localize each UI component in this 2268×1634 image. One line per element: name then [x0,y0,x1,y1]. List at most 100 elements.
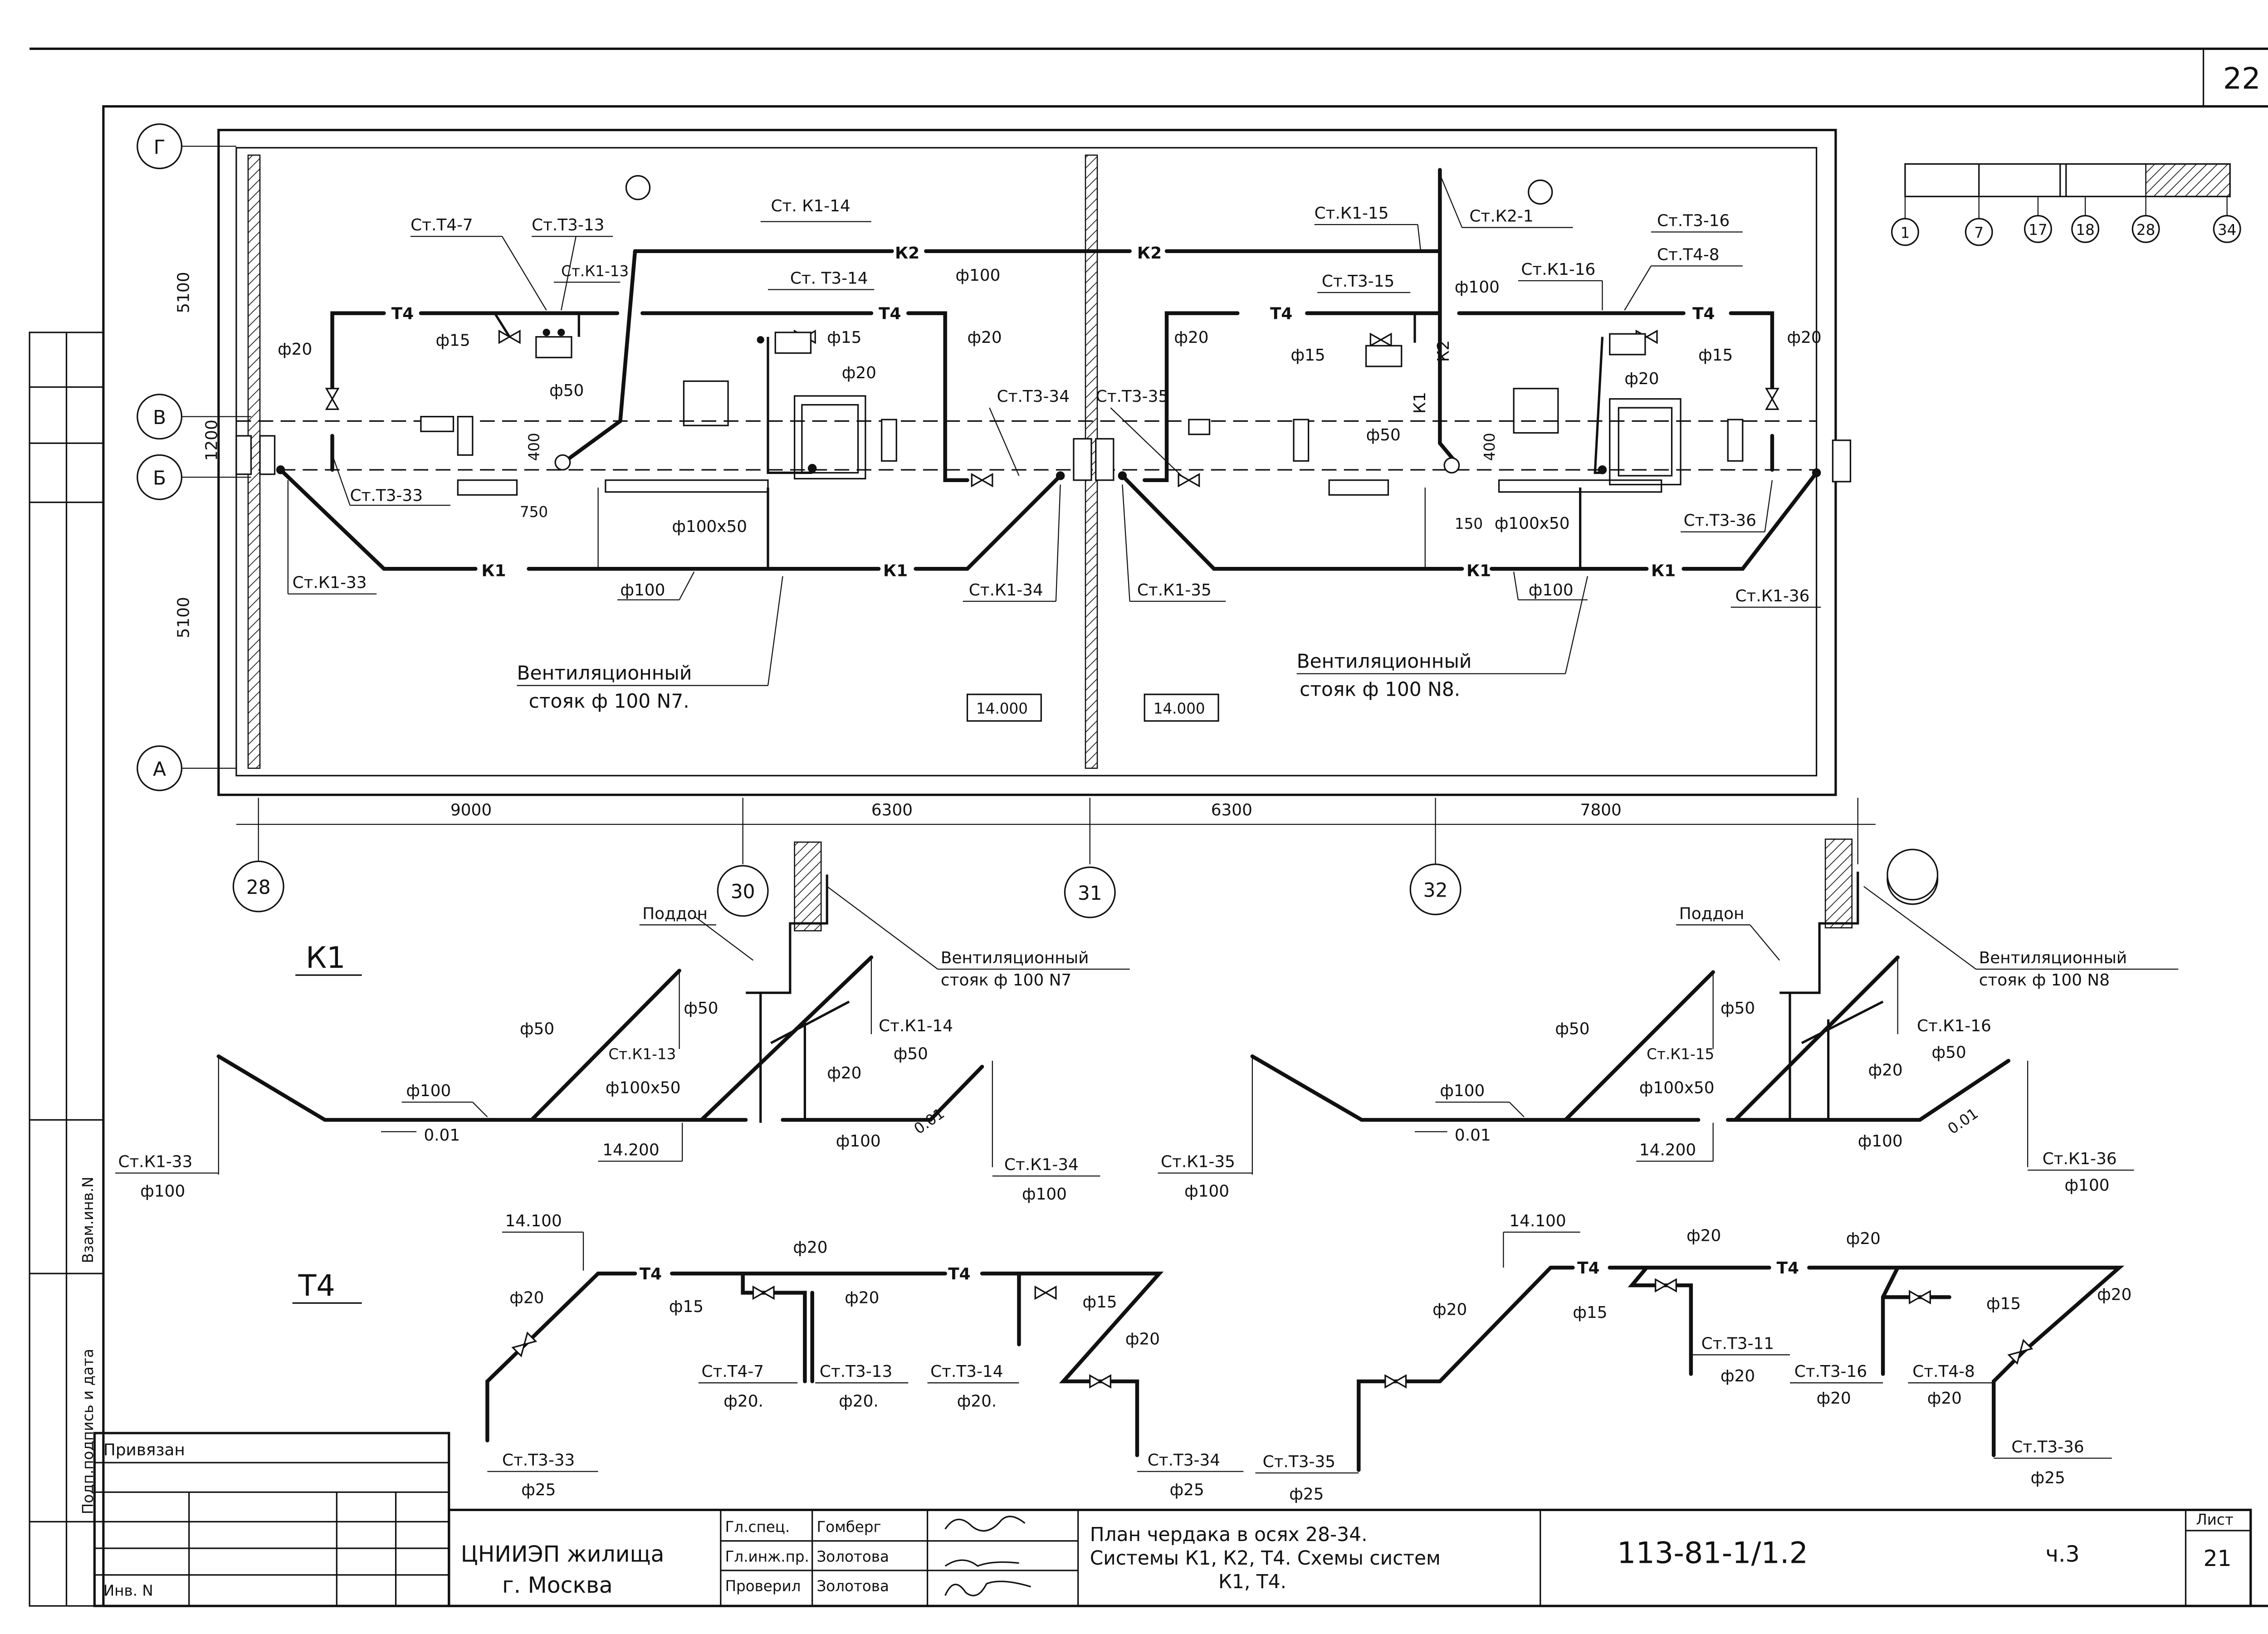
k1-st-k1-34: Ст.К1-34 [1004,1156,1079,1174]
dim-vertical-1: 5100 [175,272,193,313]
svg-text:Т4: Т4 [1270,305,1292,323]
legend-axis-18: 18 [2071,196,2100,243]
k1-d100-left: ф100 [406,1082,451,1100]
svg-text:К1: К1 [481,561,506,580]
k1-st-k1-14: Ст.К1-14 [879,1017,953,1035]
label-st-t3-15: Ст.Т3-15 [1322,272,1394,291]
label-d100x50-left: ф100х50 [672,517,747,536]
k1-level-right: 14.200 [1639,1141,1696,1160]
axis-marker-28: 28 [232,860,284,912]
list-label: Лист [2196,1511,2233,1528]
label-d100x50-right: ф100х50 [1495,514,1570,533]
t4-d20-11: ф20 [1721,1367,1755,1385]
axes-key-legend: 1 7 17 18 28 34 [1891,163,2241,246]
dim-400-left: 400 [525,433,543,461]
svg-text:Г: Г [154,136,166,158]
t4-d15-r2: ф15 [1986,1294,2021,1313]
role-1: Гл.спец. [725,1518,790,1536]
name-3: Золотова [816,1578,889,1595]
legend-axis-17: 17 [2024,196,2052,243]
t4-d20-r2: ф20 [1846,1229,1881,1248]
svg-text:Т4: Т4 [640,1265,662,1283]
title-line-1: План чердака в осях 28-34. [1090,1523,1368,1546]
dim-vertical-2: 1200 [203,419,221,461]
svg-text:Т4: Т4 [1692,305,1715,323]
axis-marker-v: В [137,394,251,440]
dim-750: 750 [520,503,548,521]
label-d20-mid: ф20 [842,364,876,382]
label-st-k1-16: Ст.К1-16 [1521,260,1595,279]
label-st-k1-33: Ст.К1-33 [293,574,367,592]
org-city: г. Москва [502,1572,613,1598]
list-number: 21 [2204,1546,2232,1571]
t4-st-t3-14: Ст.Т3-14 [930,1362,1003,1381]
k1-d50-left-c: ф50 [894,1045,928,1063]
svg-text:В: В [153,406,166,429]
axis-marker-30: 30 [717,865,769,917]
label-d15-mid: ф15 [827,328,861,347]
t4-st-t3-33: Ст.Т3-33 [502,1451,575,1470]
org-name: ЦНИИЭП жилища [461,1541,665,1567]
side-stamp-replace: Взам.инв.N [79,1176,97,1263]
plan-labels-right: Ст.К1-15 Ст.К2-1 Ст.Т3-16 Ст.Т4-8 Ст.К1-… [1122,174,1822,722]
k1-d100-33: ф100 [140,1182,185,1201]
t4-st-t3-13: Ст.Т3-13 [820,1362,892,1381]
k1-st-k1-13: Ст.К1-13 [608,1046,676,1063]
svg-text:1: 1 [1901,224,1910,241]
signature-2 [944,1559,1019,1567]
k1-d20-right: ф20 [1868,1061,1903,1080]
t4-st-t4-7: Ст.Т4-7 [701,1362,764,1381]
t4-d20-l1: ф20 [509,1288,544,1307]
k1-d50-right-b: ф50 [1721,999,1755,1018]
label-d20-r1: ф20 [1174,328,1208,347]
t4-st-t3-11: Ст.Т3-11 [1701,1334,1774,1353]
part-number: ч.3 [2045,1541,2079,1567]
t4-d20-14: ф20. [957,1392,997,1410]
label-d20-right: ф20 [968,328,1002,347]
k1-d50-right-a: ф50 [1555,1019,1589,1038]
svg-text:Т4: Т4 [879,305,901,323]
k1-scheme-title: К1 [306,941,346,975]
k1-d100-right: ф100 [1440,1082,1485,1100]
title-line-2: Системы К1, К2, Т4. Схемы систем [1090,1547,1441,1569]
svg-text:К2: К2 [1137,244,1162,263]
svg-text:Б: Б [153,467,166,489]
vent-shaft-left [794,841,822,932]
t4-d20-7: ф20. [723,1392,763,1410]
dim-6300-b: 6300 [1211,801,1252,819]
label-vent-right-2: стояк ф 100 N8. [1300,678,1460,700]
k1-d100x50-right: ф100х50 [1639,1079,1715,1097]
t4-d20-8: ф20 [1927,1389,1962,1408]
svg-text:18: 18 [2076,221,2094,239]
label-vent-left-2: стояк ф 100 N7. [529,690,689,712]
label-d100-k2-right: ф100 [1455,278,1500,297]
page-number: 22 [2223,62,2261,96]
label-d100-k2: ф100 [955,266,1000,285]
svg-text:К2: К2 [895,244,919,263]
label-st-k1-14: Ст. К1-14 [771,197,850,215]
svg-text:К1: К1 [883,561,908,580]
label-st-k1-34: Ст.К1-34 [969,581,1043,600]
title-block: Привязан Инв. N ЦНИИЭП жилища г. Москва … [93,1432,2252,1607]
attic-plan: Г В Б А 5100 1200 5100 9000 6300 6300 78… [137,123,1939,918]
label-st-t4-8: Ст.Т4-8 [1657,245,1720,264]
label-st-t3-33: Ст.Т3-33 [350,486,423,505]
k1-d50-left-a: ф50 [520,1019,554,1038]
svg-text:А: А [153,758,166,780]
label-d15-r2: ф15 [1698,346,1733,365]
dim-150: 150 [1455,515,1483,532]
label-st-k1-35: Ст.К1-35 [1137,581,1212,600]
t4-st-t3-36: Ст.Т3-36 [2011,1438,2084,1456]
label-st-k1-36: Ст.К1-36 [1735,587,1810,605]
title-line-3: К1, Т4. [1218,1571,1286,1593]
t4-d15-l2: ф15 [1082,1293,1117,1312]
label-d100-k1-left: ф100 [620,581,665,600]
t4-scheme-title: Т4 [298,1269,335,1303]
svg-text:К1: К1 [1411,392,1429,414]
svg-text:Т4: Т4 [1577,1259,1599,1278]
svg-text:30: 30 [731,881,755,903]
t4-d15-r1: ф15 [1573,1303,1607,1322]
svg-text:31: 31 [1078,882,1102,904]
label-d15-r1: ф15 [1291,346,1325,365]
dim-400-right: 400 [1481,433,1498,461]
